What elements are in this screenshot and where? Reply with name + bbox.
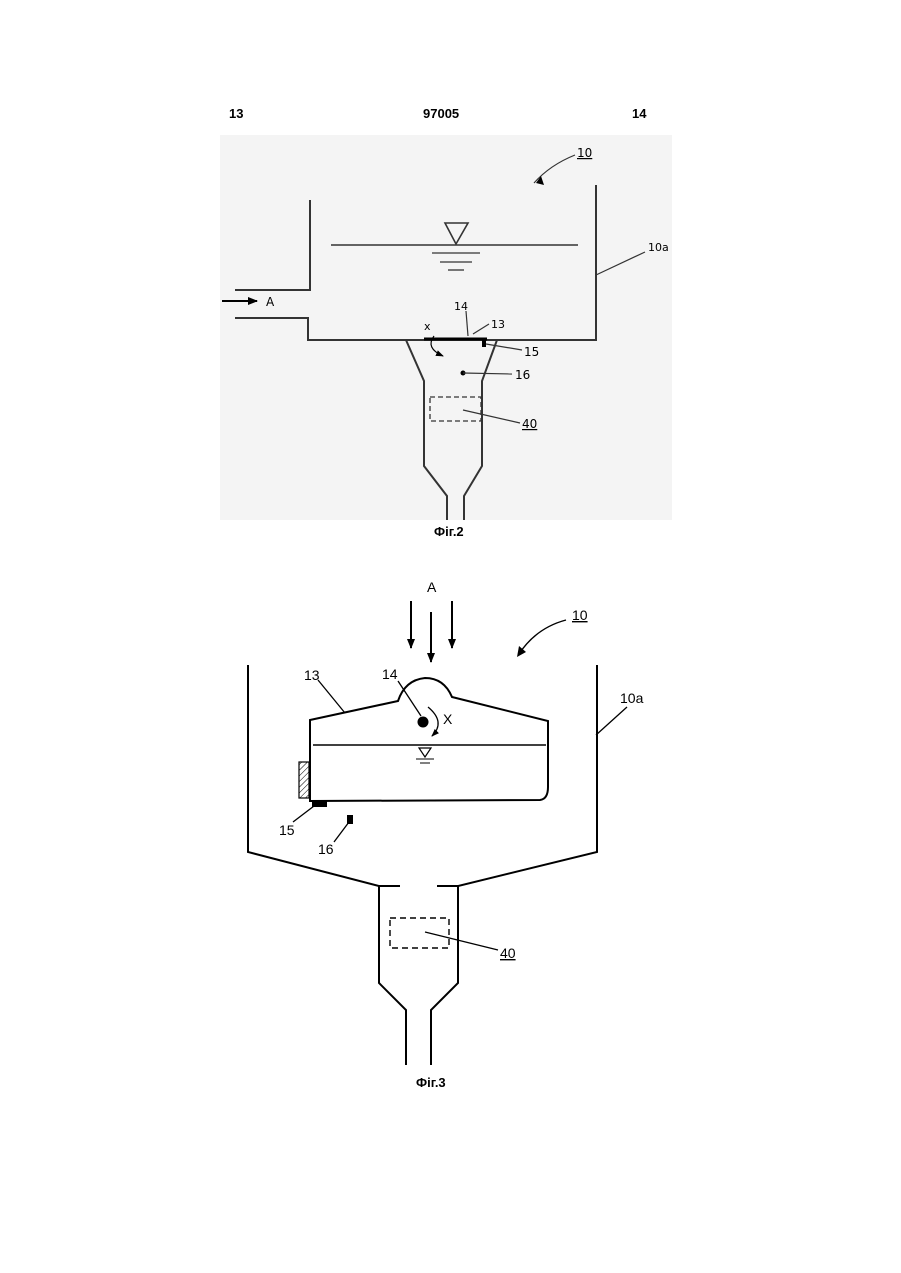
label-14: 14 <box>454 300 468 313</box>
housing-right <box>431 665 597 1065</box>
figure-2-caption: Фіг.2 <box>434 524 464 539</box>
figure-3: A 10 13 14 X 10a 15 <box>248 579 644 1065</box>
leader-10a <box>596 707 627 735</box>
leader-10 <box>519 620 566 654</box>
control-unit-40 <box>390 918 449 948</box>
leader-10-arrowhead <box>517 646 526 657</box>
flow-label: A <box>427 579 437 595</box>
label-10: 10 <box>577 146 592 160</box>
flap-13 <box>310 678 548 801</box>
label-13: 13 <box>491 318 505 331</box>
water-level-symbol <box>419 748 431 757</box>
pivot-14 <box>418 717 429 728</box>
magnet-15 <box>312 800 327 807</box>
label-40: 40 <box>522 417 537 431</box>
label-10a: 10a <box>620 690 644 706</box>
flow-label: A <box>266 295 275 309</box>
label-13: 13 <box>304 667 320 683</box>
label-40: 40 <box>500 945 516 961</box>
figure-3-caption: Фіг.3 <box>416 1075 446 1090</box>
label-16: 16 <box>515 368 530 382</box>
label-15: 15 <box>279 822 295 838</box>
label-x: X <box>443 711 453 727</box>
label-15: 15 <box>524 345 539 359</box>
leader-15 <box>293 806 314 822</box>
figure-2: A 10 10a 14 13 x 15 16 40 <box>220 135 672 520</box>
scan-background <box>220 135 672 520</box>
leader-13 <box>318 680 345 713</box>
housing-left <box>248 665 406 1065</box>
label-x: x <box>424 320 431 333</box>
magnet-15 <box>482 340 486 347</box>
leader-16 <box>334 822 349 842</box>
label-16: 16 <box>318 841 334 857</box>
rotation-arrow <box>428 707 438 736</box>
label-10: 10 <box>572 607 588 623</box>
label-14: 14 <box>382 666 398 682</box>
hatched-block <box>299 762 309 798</box>
leader-14 <box>398 681 421 716</box>
label-10a: 10a <box>648 241 669 254</box>
